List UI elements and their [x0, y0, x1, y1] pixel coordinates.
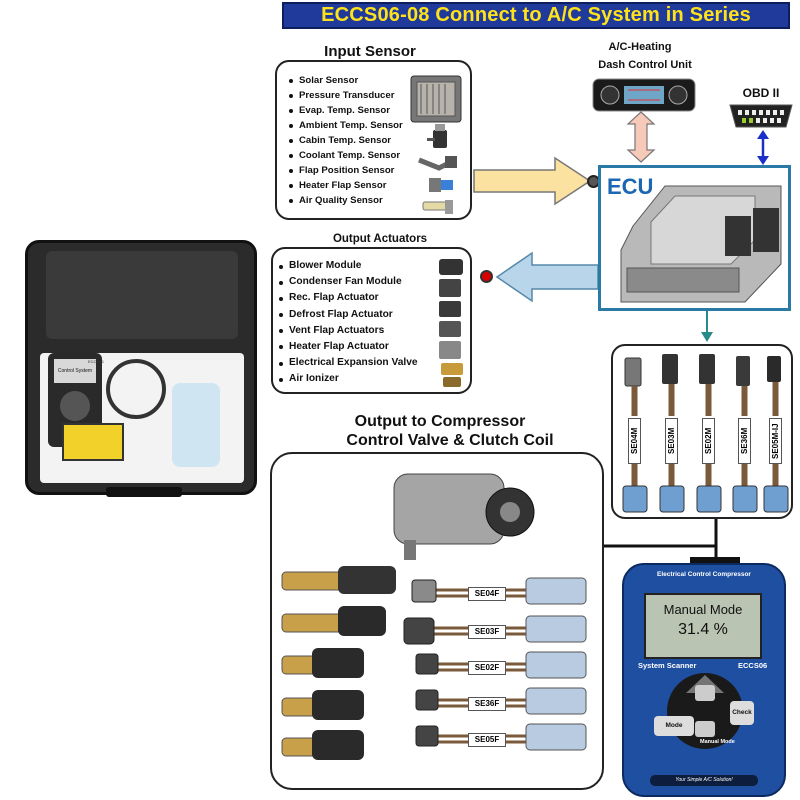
list-item: Cabin Temp. Sensor [287, 133, 403, 148]
list-item: Defrost Flap Actuator [277, 307, 418, 323]
input-arrow [473, 156, 592, 206]
compressor-title-2: Control Valve & Clutch Coil [346, 432, 554, 449]
actuator-images [439, 259, 463, 387]
list-item: Heater Flap Actuator [277, 339, 418, 355]
manual-mode-button[interactable]: Manual Mode [700, 739, 735, 745]
kit-scanner-brand: Control System [54, 359, 96, 383]
ecu-box: ECU [598, 165, 791, 311]
list-item: Heater Flap Sensor [287, 178, 403, 193]
harness-label: SE04M [628, 418, 641, 464]
list-item: Pressure Transducer [287, 88, 403, 103]
list-item: Condenser Fan Module [277, 274, 418, 290]
output-arrow [495, 251, 599, 303]
scanner-tagline: Your Simple A/C Solution! [650, 775, 758, 786]
output-connector-dot [480, 270, 493, 283]
valve-label: SE04F [468, 587, 506, 601]
input-sensor-list: Solar Sensor Pressure Transducer Evap. T… [287, 73, 403, 208]
list-item: Rec. Flap Actuator [277, 290, 418, 306]
output-actuators-panel: Blower Module Condenser Fan Module Rec. … [271, 247, 472, 394]
list-item: Air Ionizer [277, 371, 418, 387]
harness-label: SE36M [738, 418, 751, 464]
ecu-label: ECU [607, 174, 654, 199]
list-item: Air Quality Sensor [287, 193, 403, 208]
obd-connector-image [729, 104, 793, 128]
case-lid-foam [46, 251, 238, 339]
kit-scanner-pad [60, 391, 90, 421]
list-item: Flap Position Sensor [287, 163, 403, 178]
valve-label: SE05F [468, 733, 506, 747]
harness-panel: SE04M SE03M SE02M SE36M SE05M-IJ [611, 344, 793, 519]
dash-ecu-arrow [626, 111, 656, 163]
list-item: Vent Flap Actuators [277, 323, 418, 339]
valve-label: SE03F [468, 625, 506, 639]
dash-unit-label-2: Dash Control Unit [598, 59, 692, 71]
kit-cable [106, 359, 166, 419]
case-tray: Control System ECCS06 [40, 353, 244, 483]
scanner-device: Electrical Control Compressor Manual Mod… [622, 563, 786, 797]
list-item: Coolant Temp. Sensor [287, 148, 403, 163]
harness-label: SE02M [702, 418, 715, 464]
input-sensor-title: Input Sensor [324, 43, 416, 60]
kit-scanner-model: ECCS06 [88, 359, 104, 364]
kit-case: Control System ECCS06 [25, 240, 257, 497]
sensor-images [410, 75, 462, 214]
scanner-brand: Electrical Control Compressor [657, 571, 751, 578]
input-sensor-panel: Solar Sensor Pressure Transducer Evap. T… [275, 60, 472, 220]
scanner-model: ECCS06 [738, 661, 768, 670]
scanner-screen: Manual Mode 31.4 % [644, 593, 762, 659]
output-actuators-list: Blower Module Condenser Fan Module Rec. … [277, 258, 418, 388]
kit-harness [172, 383, 220, 467]
compressor-panel: SE04F SE03F SE02F SE36F SE05F [270, 452, 604, 790]
list-item: Solar Sensor [287, 73, 403, 88]
list-item: Evap. Temp. Sensor [287, 103, 403, 118]
kit-card [62, 423, 124, 461]
mode-button[interactable]: Mode [654, 716, 694, 736]
scanner-screen-value: 31.4 % [678, 621, 728, 638]
list-item: Electrical Expansion Valve [277, 355, 418, 371]
harness-label: SE05M-IJ [769, 418, 782, 464]
list-item: Ambient Temp. Sensor [287, 118, 403, 133]
check-button[interactable]: Check [730, 701, 754, 725]
scanner-screen-mode: Manual Mode [663, 602, 743, 617]
banner-title: ECCS06-08 Connect to A/C System in Serie… [282, 2, 790, 29]
case-handle [106, 487, 182, 497]
compressor-images [281, 473, 587, 760]
scanner-name: System Scanner [638, 661, 697, 670]
dash-control-unit-image [592, 78, 696, 112]
ecu-image [620, 185, 782, 303]
output-actuators-title: Output Actuators [332, 233, 428, 245]
harness-label: SE03M [665, 418, 678, 464]
dash-unit-label-1: A/C-Heating [608, 41, 672, 53]
valve-label: SE36F [468, 697, 506, 711]
valve-label: SE02F [468, 661, 506, 675]
list-item: Blower Module [277, 258, 418, 274]
compressor-title-1: Output to Compressor [354, 413, 526, 430]
obd-label: OBD II [742, 86, 780, 100]
harness-images [622, 354, 789, 513]
